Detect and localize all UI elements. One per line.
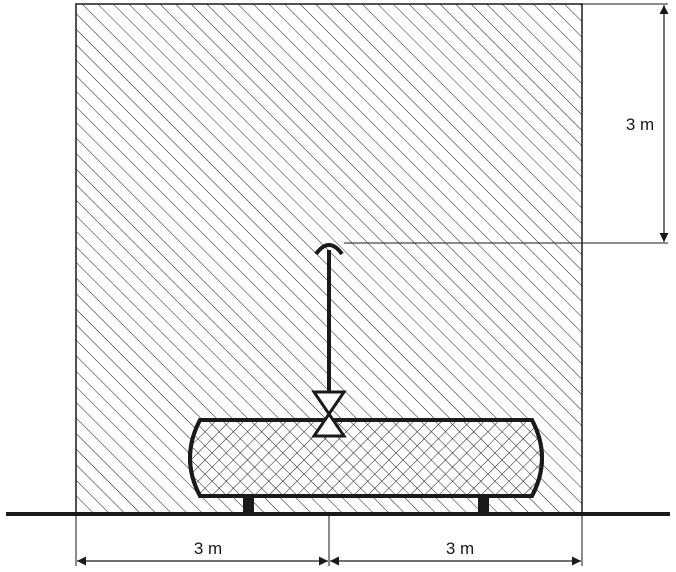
valve-icon (311, 390, 347, 438)
tank-support-right (478, 496, 489, 514)
horizontal-dimension-right-label: 3 m (446, 539, 474, 558)
tank-support-left (243, 496, 254, 514)
tank-body-crosshatch (188, 418, 544, 498)
vertical-dimension-label: 3 m (626, 115, 654, 134)
vent-cap-icon (314, 243, 344, 256)
horizontal-dimension-left-label: 3 m (194, 539, 222, 558)
